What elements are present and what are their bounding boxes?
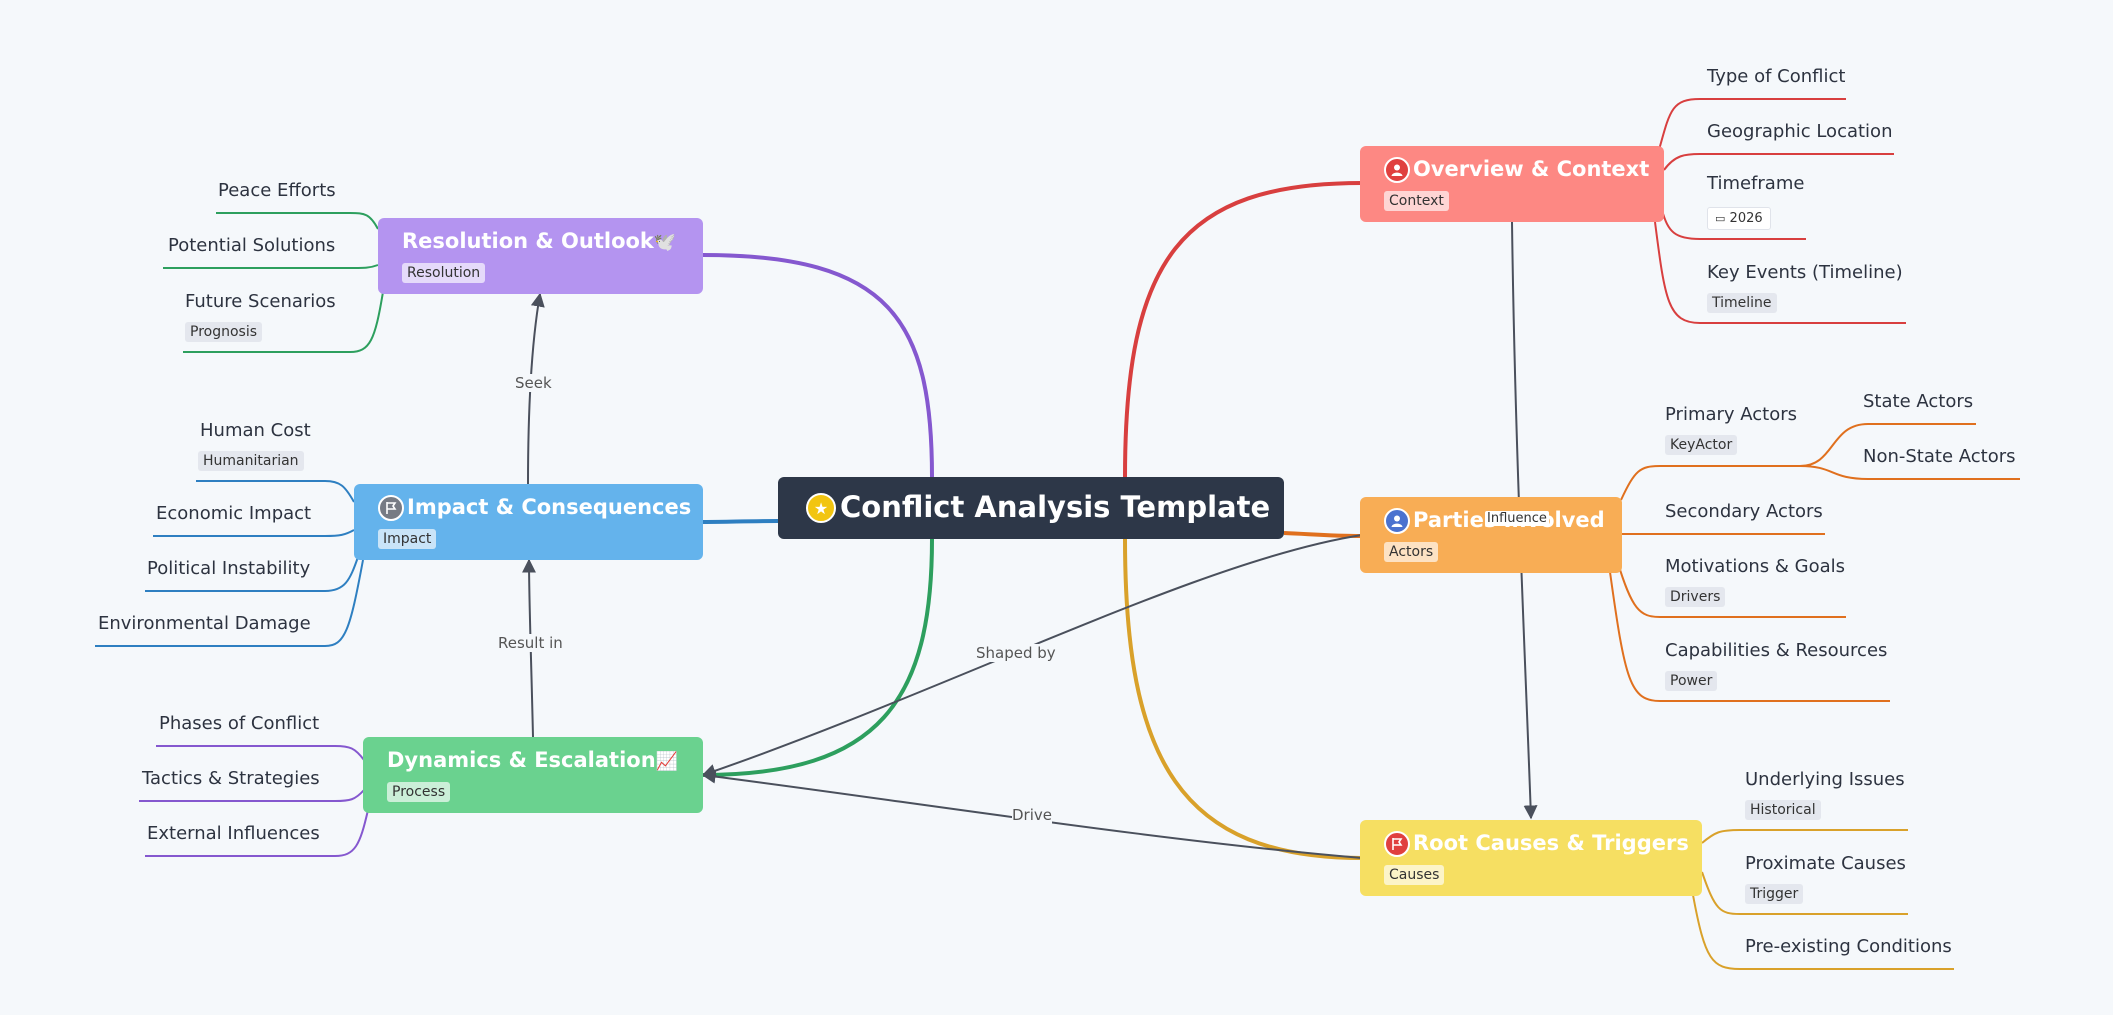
central-topic[interactable]: ★ Conflict Analysis Template (778, 477, 1284, 539)
topic-overview-title: Overview & Context (1413, 157, 1650, 181)
topic-impact[interactable]: Impact & Consequences Impact (354, 484, 703, 560)
edge-root-dynamics (702, 538, 934, 777)
edge-root-rootcauses (1123, 538, 1363, 860)
leaf-tactics-strategies[interactable]: Tactics & Strategies (142, 768, 320, 789)
edge-resolution-leaf-1 (216, 212, 379, 230)
edge-overview-leaf-4 (1654, 221, 1906, 324)
topic-dynamics-title: Dynamics & Escalation📈 (387, 748, 679, 772)
leaf-proximate-causes-tag: Trigger (1745, 884, 1804, 904)
edge-parties-leaf-4 (1609, 571, 1890, 702)
edge-overview-leaf-1 (1658, 98, 1846, 151)
relation-result-line (522, 558, 537, 738)
topic-root-causes-tag: Causes (1384, 865, 1445, 885)
leaf-future-scenarios-tag: Prognosis (185, 322, 263, 342)
leaf-human-cost-tag: Humanitarian (198, 451, 304, 471)
edge-dynamics-leaf-2 (139, 789, 365, 802)
leaf-human-cost[interactable]: Human Cost (200, 420, 311, 441)
leaf-motivations-goals-tag: Drivers (1665, 587, 1726, 607)
date-chip-value: 2026 (1729, 211, 1763, 226)
leaf-type-of-conflict[interactable]: Type of Conflict (1707, 66, 1846, 87)
edge-impact-leaf-4 (95, 559, 364, 647)
leaf-geographic-location[interactable]: Geographic Location (1707, 121, 1893, 142)
topic-resolution-tag: Resolution (402, 263, 486, 283)
relation-label-influence[interactable]: Influence (1485, 511, 1549, 526)
topic-resolution-title: Resolution & Outlook🕊️ (402, 229, 677, 253)
edge-resolution-leaf-2 (163, 264, 379, 269)
flag-icon (378, 495, 404, 521)
edge-impact-leaf-3 (145, 556, 359, 592)
date-chip: ▭ 2026 (1707, 207, 1771, 230)
star-icon: ★ (806, 493, 836, 523)
flag-icon (1384, 831, 1410, 857)
edge-resolution-leaf-3 (183, 291, 384, 353)
topic-root-causes[interactable]: Root Causes & Triggers Causes (1360, 820, 1702, 896)
edge-dynamics-leaf-1 (156, 745, 365, 761)
edge-parties-leaf-3 (1616, 559, 1846, 618)
topic-overview[interactable]: Overview & Context Context (1360, 146, 1664, 222)
edge-causes-leaf-1 (1701, 829, 1908, 844)
dove-icon: 🕊️ (653, 232, 677, 253)
topic-impact-title: Impact & Consequences (407, 495, 692, 519)
central-topic-title: Conflict Analysis Template (840, 490, 1271, 524)
leaf-external-influences[interactable]: External Influences (147, 823, 320, 844)
leaf-non-state-actors[interactable]: Non-State Actors (1863, 446, 2016, 467)
leaf-environmental-damage[interactable]: Environmental Damage (98, 613, 311, 634)
topic-parties[interactable]: Parties Involved Actors (1360, 497, 1622, 573)
edge-root-parties (1283, 531, 1363, 538)
leaf-underlying-issues-tag: Historical (1745, 800, 1821, 820)
topic-impact-tag: Impact (378, 529, 437, 549)
leaf-key-events[interactable]: Key Events (Timeline) (1707, 262, 1903, 283)
edge-overview-leaf-2 (1663, 153, 1894, 171)
leaf-secondary-actors[interactable]: Secondary Actors (1665, 501, 1823, 522)
relation-label-drive[interactable]: Drive (1012, 806, 1052, 824)
leaf-potential-solutions[interactable]: Potential Solutions (168, 235, 336, 256)
leaf-capabilities-resources[interactable]: Capabilities & Resources (1665, 640, 1888, 661)
topic-dynamics-tag: Process (387, 782, 451, 802)
edge-actors-state (1799, 423, 1976, 467)
relation-shaped-line (701, 534, 1363, 778)
leaf-primary-actors[interactable]: Primary Actors (1665, 404, 1798, 425)
relation-label-seek[interactable]: Seek (515, 374, 552, 392)
leaf-phases-of-conflict[interactable]: Phases of Conflict (159, 713, 320, 734)
edge-impact-leaf-2 (153, 529, 355, 537)
edge-causes-leaf-3 (1692, 894, 1954, 970)
edge-dynamics-leaf-3 (145, 809, 369, 857)
leaf-peace-efforts[interactable]: Peace Efforts (218, 180, 336, 201)
leaf-pre-existing-conditions[interactable]: Pre-existing Conditions (1745, 936, 1952, 957)
leaf-future-scenarios[interactable]: Future Scenarios (185, 291, 336, 312)
calendar-icon: ▭ (1715, 212, 1726, 225)
edge-impact-leaf-1 (196, 480, 355, 503)
leaf-motivations-goals[interactable]: Motivations & Goals (1665, 556, 1845, 577)
topic-overview-tag: Context (1384, 191, 1449, 211)
leaf-state-actors[interactable]: State Actors (1863, 391, 1974, 412)
person-icon (1384, 508, 1410, 534)
leaf-key-events-tag: Timeline (1707, 293, 1777, 313)
topic-root-causes-title: Root Causes & Triggers (1413, 831, 1689, 855)
chart-increasing-icon: 📈 (655, 751, 679, 772)
topic-parties-tag: Actors (1384, 542, 1439, 562)
edge-actors-nonstate (1799, 465, 2020, 480)
topic-resolution[interactable]: Resolution & Outlook🕊️ Resolution (378, 218, 703, 294)
edge-causes-leaf-2 (1701, 871, 1908, 915)
leaf-political-instability[interactable]: Political Instability (147, 558, 311, 579)
leaf-capabilities-resources-tag: Power (1665, 671, 1718, 691)
topic-dynamics[interactable]: Dynamics & Escalation📈 Process (363, 737, 703, 813)
leaf-economic-impact[interactable]: Economic Impact (156, 503, 312, 524)
relation-label-shaped-by[interactable]: Shaped by (976, 644, 1056, 662)
relation-label-result-in[interactable]: Result in (498, 634, 563, 652)
leaf-primary-actors-tag: KeyActor (1665, 435, 1738, 455)
edge-root-overview (1123, 181, 1363, 478)
leaf-timeframe[interactable]: Timeframe (1707, 173, 1805, 194)
person-icon (1384, 157, 1410, 183)
leaf-underlying-issues[interactable]: Underlying Issues (1745, 769, 1905, 790)
edge-root-impact (702, 519, 779, 524)
edge-root-resolution (702, 253, 934, 478)
leaf-proximate-causes[interactable]: Proximate Causes (1745, 853, 1906, 874)
edge-parties-leaf-1 (1620, 465, 1800, 501)
